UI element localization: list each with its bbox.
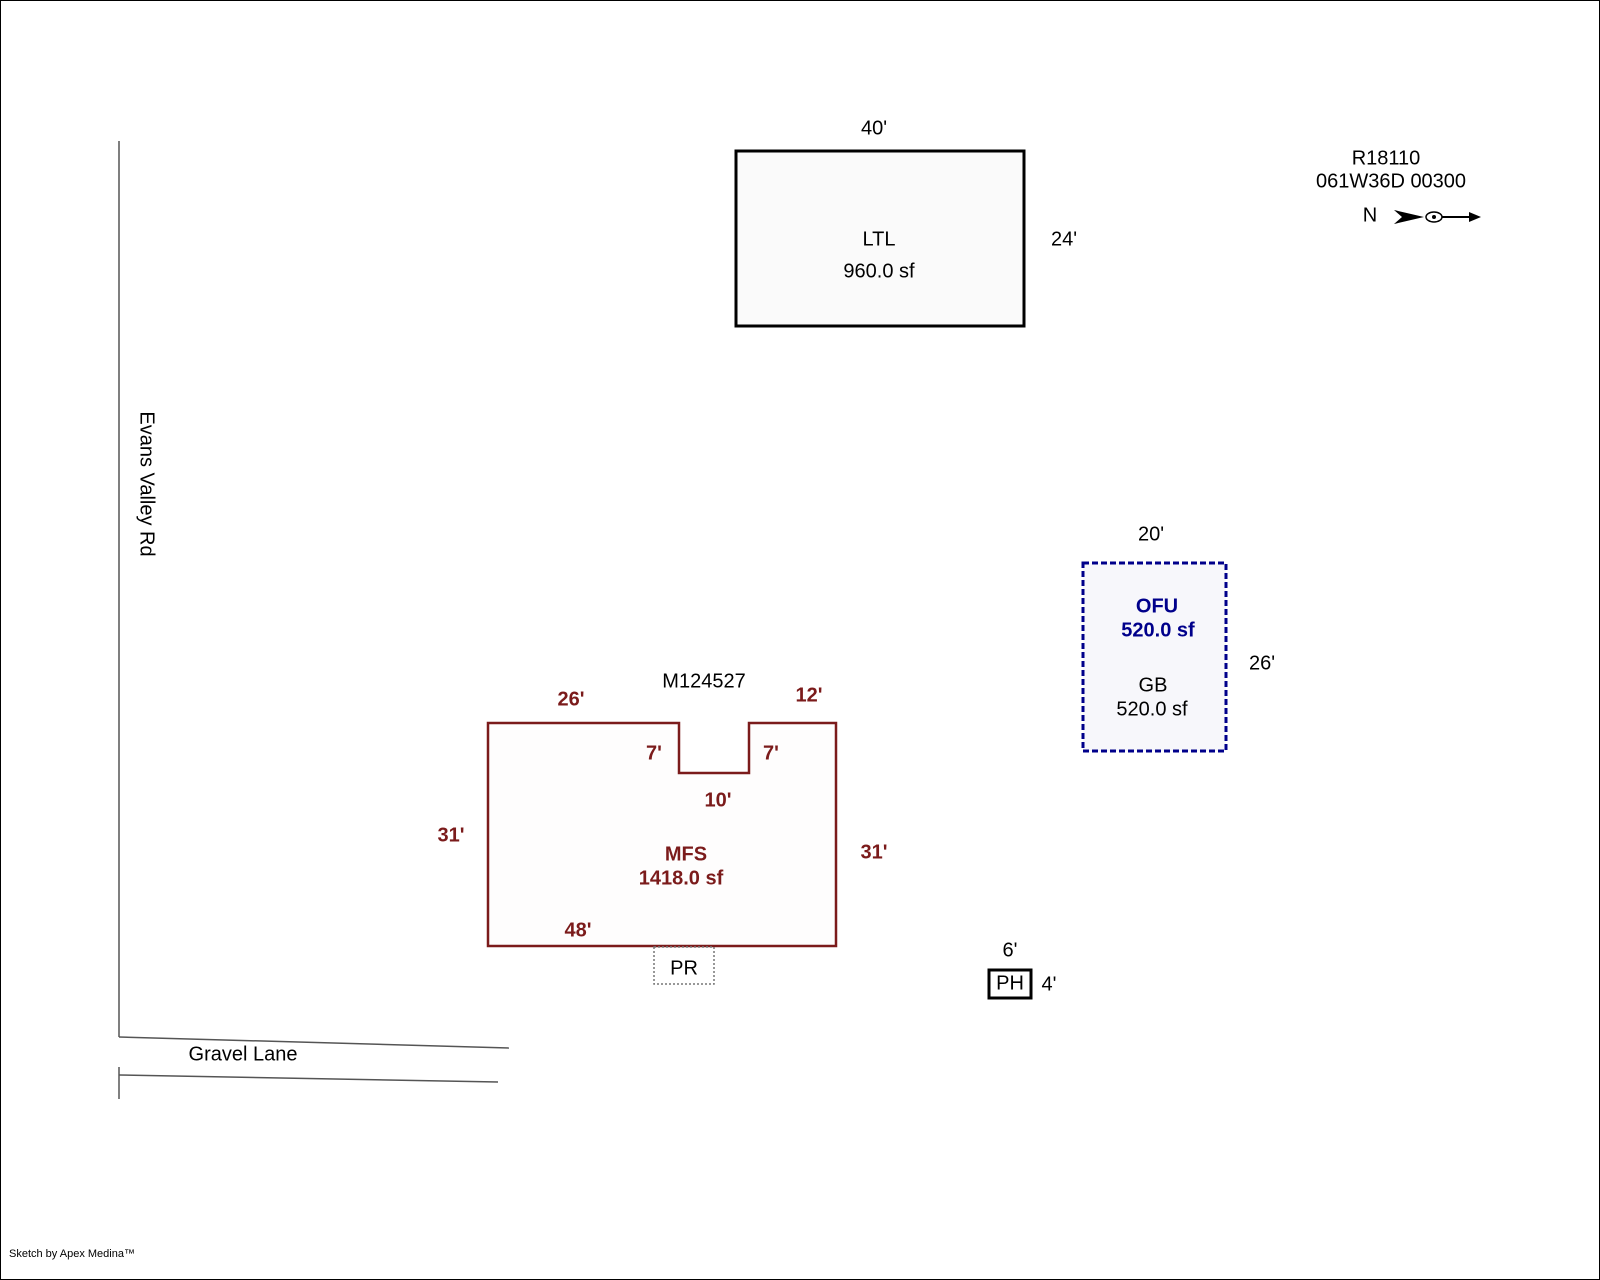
north-label: N bbox=[1362, 204, 1378, 227]
ph-right-dimension: 4' bbox=[1041, 973, 1057, 996]
pr-porch-outline bbox=[653, 946, 715, 985]
pr-label: PR bbox=[670, 957, 698, 980]
ltl-building-outline bbox=[734, 149, 1026, 328]
bottom-road-line-bottom bbox=[118, 1074, 499, 1083]
ofu-label: OFU bbox=[1135, 595, 1179, 618]
ofu-area: 520.0 sf bbox=[1121, 619, 1195, 642]
bottom-road-line-top bbox=[118, 1036, 510, 1049]
ofu-right-dimension: 26' bbox=[1248, 652, 1276, 675]
mfs-reference-number: M124527 bbox=[662, 670, 746, 693]
bottom-road-label: Gravel Lane bbox=[188, 1043, 298, 1066]
mfs-dim-top-left: 26' bbox=[557, 688, 585, 711]
mfs-dim-left: 31' bbox=[437, 824, 465, 847]
mfs-area: 1418.0 sf bbox=[638, 867, 724, 890]
sketch-credit: Sketch by Apex Medina™ bbox=[9, 1248, 135, 1261]
ofu-sub-area: 520.0 sf bbox=[1116, 698, 1188, 721]
ltl-area: 960.0 sf bbox=[843, 260, 915, 283]
ltl-label: LTL bbox=[862, 228, 896, 251]
mfs-dim-bottom: 48' bbox=[564, 919, 592, 942]
mfs-label: MFS bbox=[664, 843, 708, 866]
ltl-right-dimension: 24' bbox=[1050, 228, 1078, 251]
ph-top-dimension: 6' bbox=[1002, 939, 1018, 962]
ph-label: PH bbox=[996, 972, 1024, 995]
north-arrow-icon bbox=[1394, 210, 1481, 224]
mfs-dim-notch-right: 7' bbox=[763, 742, 779, 765]
mfs-dim-top-right: 12' bbox=[795, 684, 823, 707]
parcel-id: R18110 bbox=[1351, 147, 1421, 170]
ofu-building-outline bbox=[1081, 561, 1228, 753]
left-road-label: Evans Valley Rd bbox=[135, 411, 158, 557]
ofu-sub-label: GB bbox=[1138, 674, 1168, 697]
mfs-building-outline bbox=[486, 721, 838, 948]
mfs-dim-notch-left: 7' bbox=[646, 742, 662, 765]
mfs-dim-notch-bottom: 10' bbox=[704, 789, 732, 812]
mfs-dim-right: 31' bbox=[860, 841, 888, 864]
ltl-top-dimension: 40' bbox=[860, 117, 888, 140]
ofu-top-dimension: 20' bbox=[1137, 523, 1165, 546]
map-taxlot-id: 061W36D 00300 bbox=[1315, 170, 1467, 193]
ph-building-outline bbox=[987, 968, 1033, 1000]
